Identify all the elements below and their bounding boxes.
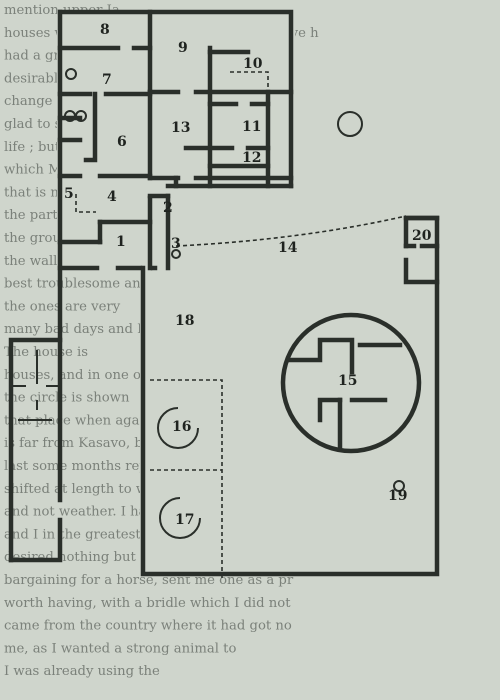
room-label: 11 bbox=[242, 119, 261, 135]
round-structures bbox=[64, 68, 422, 539]
room-label: 9 bbox=[178, 40, 188, 56]
dashed-lines bbox=[59, 71, 407, 580]
room-label: 2 bbox=[163, 200, 173, 216]
room-label: 18 bbox=[175, 313, 194, 329]
room-label: 3 bbox=[171, 236, 181, 252]
ghost-text-line: best troublesome and bbox=[4, 277, 150, 292]
room-label: 10 bbox=[243, 56, 263, 72]
ghost-text-line: The house is bbox=[4, 345, 88, 360]
room-label: 14 bbox=[278, 240, 298, 256]
ghost-text-line: the wall bbox=[4, 254, 57, 269]
room-label: 1 bbox=[116, 234, 126, 250]
ghost-text-line: came from the country where it had got n… bbox=[4, 619, 292, 634]
room-label: 19 bbox=[388, 488, 407, 504]
ghost-text-line: worth having, with a bridle which I did … bbox=[4, 596, 291, 611]
room-labels: 1 2 3 4 5 6 7 8 9 10 11 12 13 14 15 16 1… bbox=[64, 22, 432, 528]
room-label: 5 bbox=[64, 186, 74, 202]
ghost-text-line: the part bbox=[4, 208, 58, 223]
ghost-text-line: I was already using the bbox=[4, 664, 160, 679]
room-label: 13 bbox=[171, 120, 190, 136]
room-label: 12 bbox=[242, 150, 261, 166]
room-label: 6 bbox=[117, 134, 127, 150]
room-label: 20 bbox=[412, 228, 432, 244]
left-annex bbox=[8, 265, 63, 563]
ghost-text-line: the circle is shown bbox=[4, 391, 130, 406]
ghost-text-line: me, as I wanted a strong animal to bbox=[4, 641, 236, 656]
ghost-text-line: the ones are very bbox=[4, 299, 121, 314]
room-label: 16 bbox=[172, 419, 191, 435]
ghost-text-line: houses, and in one of bbox=[4, 368, 147, 383]
room-label: 17 bbox=[175, 512, 194, 528]
room-label: 15 bbox=[338, 373, 357, 389]
room-label: 4 bbox=[107, 189, 117, 205]
room-label: 8 bbox=[100, 22, 110, 38]
room-label: 7 bbox=[102, 72, 112, 88]
